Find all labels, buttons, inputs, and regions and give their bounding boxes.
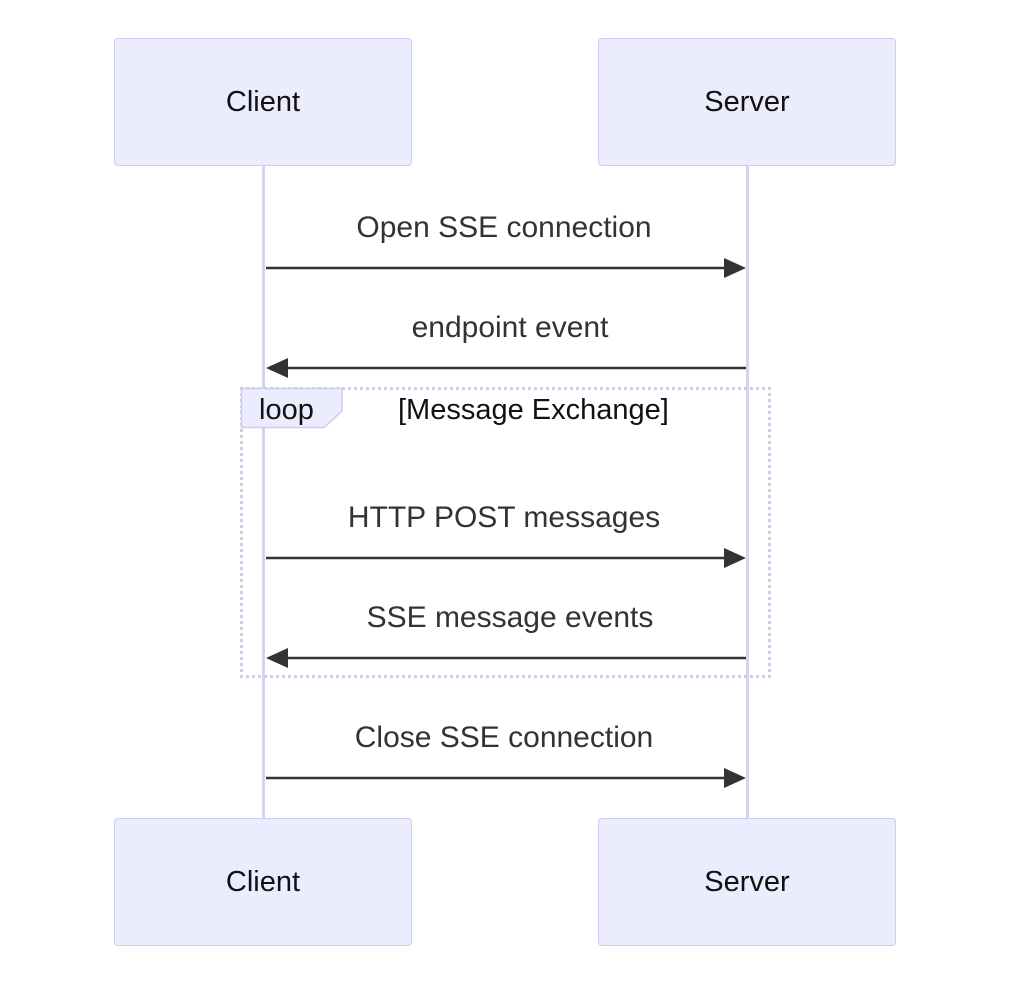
client-actor-bottom: Client (114, 818, 412, 946)
loop-frame (240, 387, 771, 678)
message-label-endpoint-event: endpoint event (411, 311, 609, 344)
message-label-sse-events: SSE message events (366, 601, 654, 634)
message-label-http-post: HTTP POST messages (347, 501, 661, 534)
server-actor-bottom: Server (598, 818, 896, 946)
message-label-open-sse: Open SSE connection (356, 211, 652, 244)
message-arrow-http-post (266, 548, 746, 568)
message-label-close-sse: Close SSE connection (354, 721, 654, 754)
client-actor-top: Client (114, 38, 412, 166)
message-arrow-close-sse (266, 768, 746, 788)
server-lifeline (746, 166, 749, 820)
server-actor-top: Server (598, 38, 896, 166)
loop-condition: [Message Exchange] (398, 394, 669, 426)
message-arrow-open-sse (266, 258, 746, 278)
loop-keyword: loop (259, 394, 314, 426)
client-lifeline (262, 166, 265, 820)
loop-tag (240, 387, 343, 429)
message-arrow-endpoint-event (266, 358, 746, 378)
message-arrow-sse-events (266, 648, 746, 668)
